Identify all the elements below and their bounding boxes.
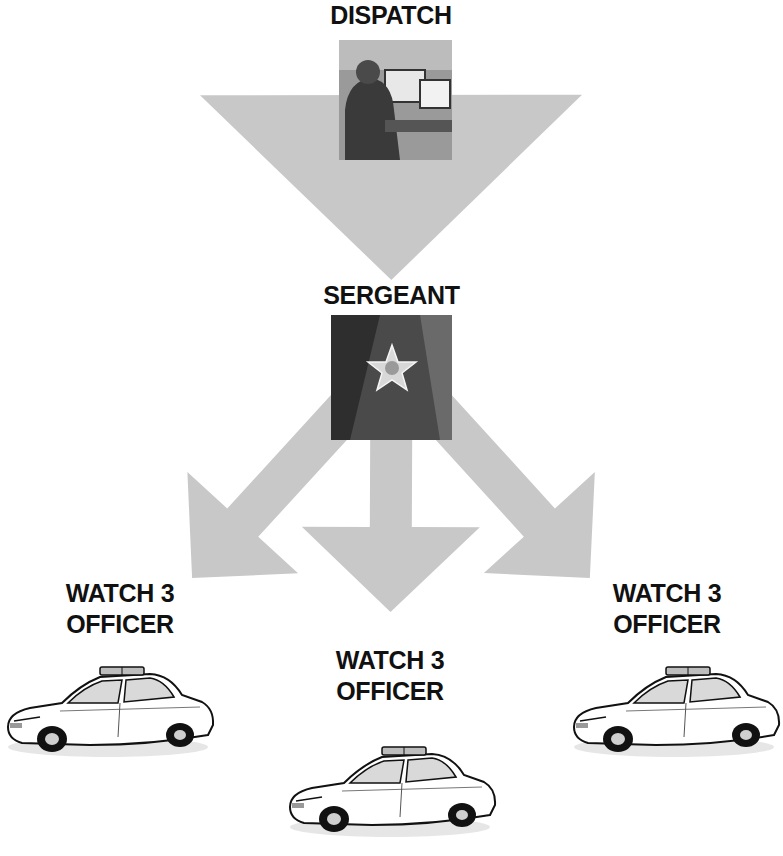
dispatch-photo (339, 40, 452, 160)
role-label: WATCH 3 OFFICER (50, 578, 190, 640)
role-node: WATCH 3 OFFICER (565, 578, 783, 763)
role-node: DISPATCH (330, 0, 452, 162)
sergeant-photo (331, 315, 452, 440)
role-node: WATCH 3 OFFICER (0, 578, 215, 763)
role-node: WATCH 3 OFFICER (280, 612, 500, 852)
flow-arrow (200, 95, 582, 280)
role-label: DISPATCH (310, 0, 472, 31)
role-label: WATCH 3 OFFICER (320, 645, 460, 707)
patrol-car (574, 667, 779, 757)
patrol-car (8, 667, 213, 757)
role-node: SERGEANT (331, 280, 452, 440)
role-label: SERGEANT (311, 280, 472, 311)
patrol-car (290, 747, 495, 837)
role-label: WATCH 3 OFFICER (597, 578, 737, 640)
